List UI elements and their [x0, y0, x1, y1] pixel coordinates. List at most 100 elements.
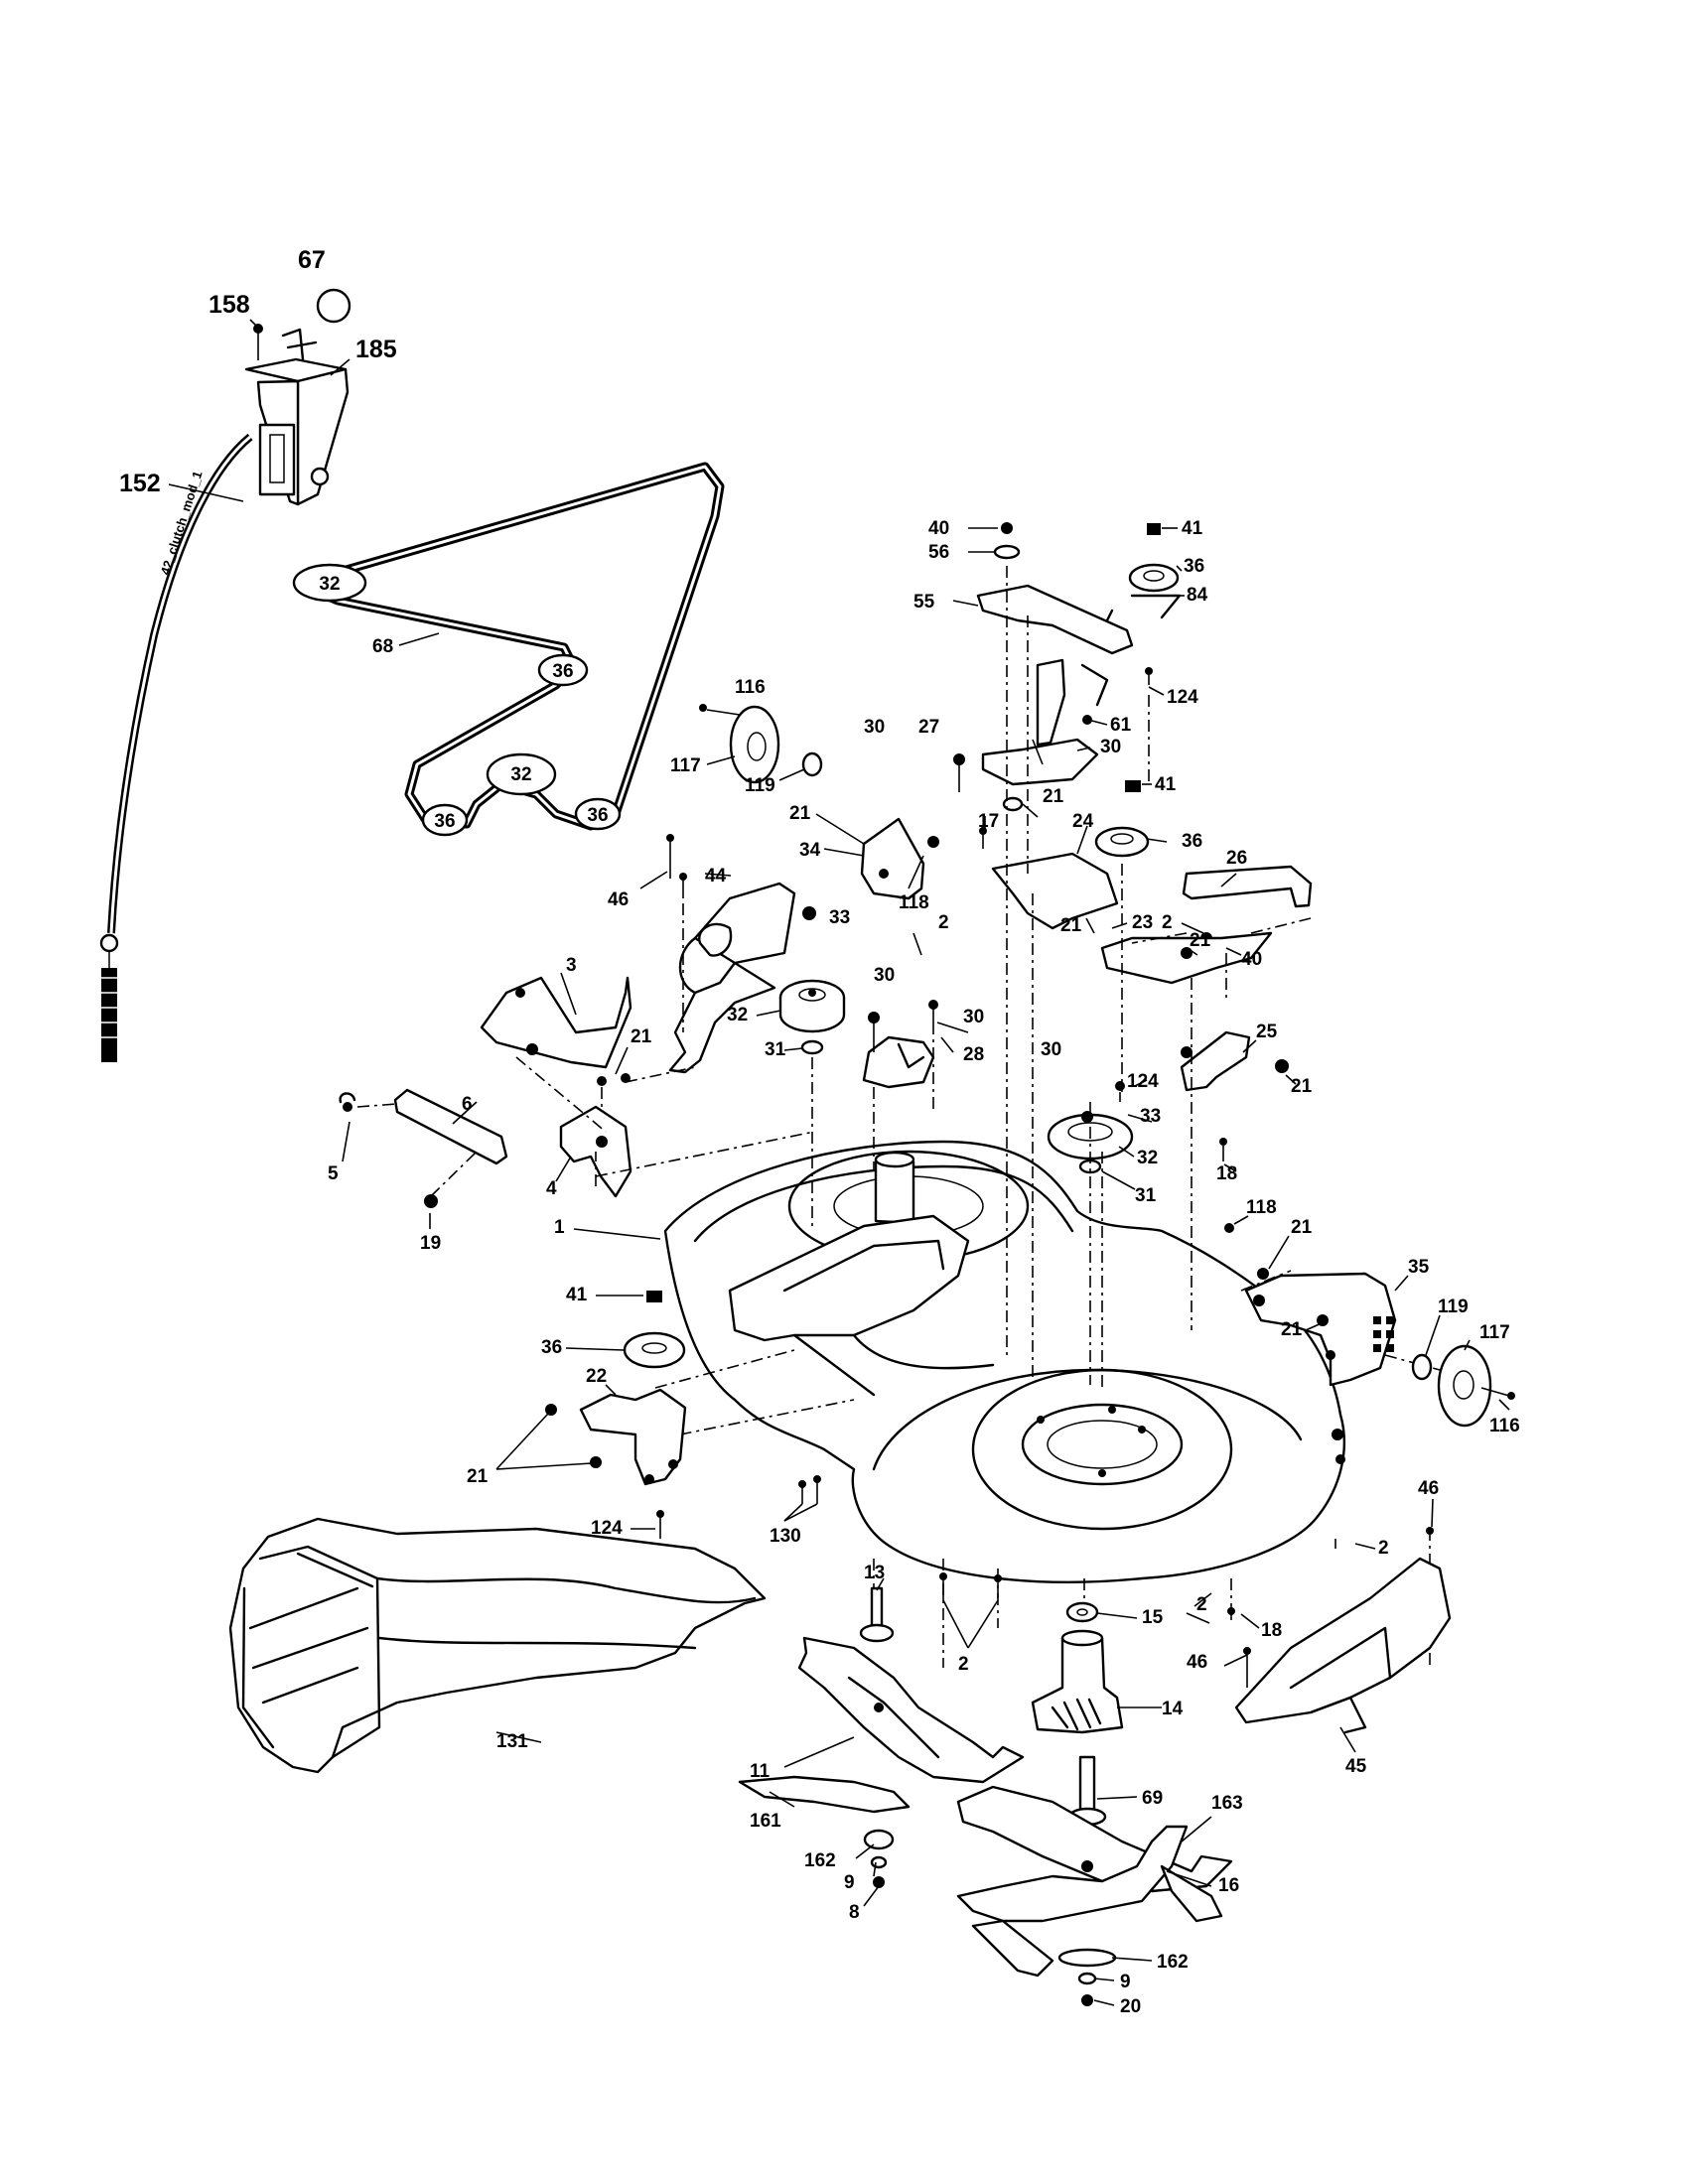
callout-46: 46 [608, 889, 629, 910]
callout-8: 8 [849, 1902, 860, 1923]
callout-9: 9 [844, 1872, 855, 1893]
callout-44: 44 [705, 866, 727, 887]
leader-lines [168, 319, 1510, 2006]
gauge-wheel-assembly-right [1224, 1223, 1515, 1428]
callout-30: 30 [874, 965, 895, 986]
callout-2: 2 [1162, 912, 1173, 933]
callout-4: 4 [546, 1178, 557, 1199]
callout-31: 31 [1135, 1185, 1157, 1206]
callout-41: 41 [566, 1285, 588, 1305]
callout-40: 40 [928, 518, 949, 539]
callout-131: 131 [496, 1731, 528, 1752]
callout-labels: 67 158 185 152 68 116 117 119 21 34 118 … [119, 246, 1520, 2017]
callout-116: 116 [735, 677, 766, 698]
belt-pulley-mark: 36 [587, 805, 608, 826]
discharge-chute-131 [228, 1517, 767, 1774]
callout-18: 18 [1216, 1163, 1237, 1184]
callout-68: 68 [372, 636, 393, 657]
callout-69: 69 [1142, 1788, 1163, 1809]
idler-arm-assembly [953, 522, 1313, 1174]
callout-61: 61 [1110, 715, 1132, 736]
callout-124: 124 [1167, 687, 1198, 708]
callout-30: 30 [1100, 737, 1121, 757]
callout-13: 13 [864, 1563, 885, 1583]
callout-124: 124 [1127, 1071, 1159, 1092]
belt-pulley-mark: 36 [552, 661, 573, 682]
callout-18: 18 [1261, 1620, 1282, 1641]
callout-31: 31 [765, 1039, 786, 1060]
callout-41: 41 [1155, 774, 1177, 795]
spindle-and-blade-assembly [738, 1572, 1233, 2006]
callout-26: 26 [1226, 848, 1247, 869]
callout-117: 117 [1479, 1322, 1510, 1343]
callout-40: 40 [1241, 949, 1262, 970]
callout-30: 30 [1041, 1039, 1061, 1060]
callout-21: 21 [1291, 1217, 1313, 1238]
callout-130: 130 [770, 1526, 801, 1547]
callout-119: 119 [745, 775, 775, 796]
callout-16: 16 [1218, 1875, 1239, 1896]
callout-152: 152 [119, 470, 161, 497]
clutch-cable-152: 42_clutch_mod_1 [99, 433, 253, 1062]
belt-pulley-mark: 32 [510, 764, 531, 785]
knob-67 [316, 288, 351, 324]
deck-housing-1 [663, 1140, 1346, 1583]
center-pulley-and-bracket [778, 906, 938, 1089]
callout-2: 2 [1378, 1538, 1389, 1559]
callout-21: 21 [1060, 915, 1082, 936]
callout-32: 32 [1137, 1148, 1158, 1168]
callout-27: 27 [918, 717, 939, 738]
callout-36: 36 [541, 1337, 562, 1358]
callout-33: 33 [829, 907, 850, 928]
callout-119: 119 [1438, 1297, 1469, 1317]
callout-36: 36 [1184, 556, 1204, 577]
belt-pulley-mark: 36 [434, 811, 455, 832]
callout-28: 28 [963, 1044, 984, 1065]
cable-tag: 42_clutch_mod_1 [158, 470, 206, 577]
callout-162: 162 [1157, 1952, 1189, 1973]
height-adjust-brackets [339, 976, 632, 1208]
callout-124: 124 [591, 1518, 623, 1539]
callout-3: 3 [566, 955, 577, 976]
callout-33: 33 [1140, 1106, 1161, 1127]
callout-9: 9 [1120, 1972, 1131, 1992]
callout-55: 55 [913, 592, 935, 613]
clutch-bracket-assembly [244, 288, 351, 506]
left-mount-bracket-22 [545, 1291, 821, 1539]
callout-41: 41 [1182, 518, 1203, 539]
callout-30: 30 [963, 1007, 984, 1027]
callout-25: 25 [1256, 1022, 1278, 1042]
callout-118: 118 [899, 892, 929, 913]
callout-84: 84 [1187, 585, 1208, 606]
callout-2: 2 [938, 912, 949, 933]
gauge-wheel-assembly-left [666, 704, 939, 900]
callout-19: 19 [420, 1233, 441, 1254]
callout-23: 23 [1132, 912, 1153, 933]
callout-1: 1 [554, 1217, 565, 1238]
callout-24: 24 [1072, 811, 1094, 832]
callout-56: 56 [928, 542, 949, 563]
callout-117: 117 [670, 755, 701, 776]
callout-162: 162 [804, 1850, 836, 1871]
callout-116: 116 [1489, 1416, 1520, 1436]
callout-14: 14 [1162, 1699, 1184, 1719]
callout-21: 21 [789, 803, 811, 824]
callout-21: 21 [1291, 1076, 1313, 1097]
callout-161: 161 [750, 1811, 781, 1832]
callout-45: 45 [1345, 1756, 1367, 1777]
callout-6: 6 [462, 1094, 473, 1115]
callout-20: 20 [1120, 1996, 1141, 2017]
callout-22: 22 [586, 1366, 607, 1387]
drive-belt-68: 32 36 32 36 36 [292, 462, 725, 837]
callout-67: 67 [298, 246, 326, 274]
callout-185: 185 [355, 336, 397, 363]
callout-36: 36 [1182, 831, 1202, 852]
callout-15: 15 [1142, 1607, 1164, 1628]
callout-2: 2 [958, 1654, 969, 1675]
callout-158: 158 [209, 291, 250, 319]
callout-118: 118 [1246, 1197, 1277, 1218]
callout-34: 34 [799, 840, 821, 861]
callout-21: 21 [1190, 930, 1211, 951]
callout-11: 11 [750, 1761, 771, 1782]
